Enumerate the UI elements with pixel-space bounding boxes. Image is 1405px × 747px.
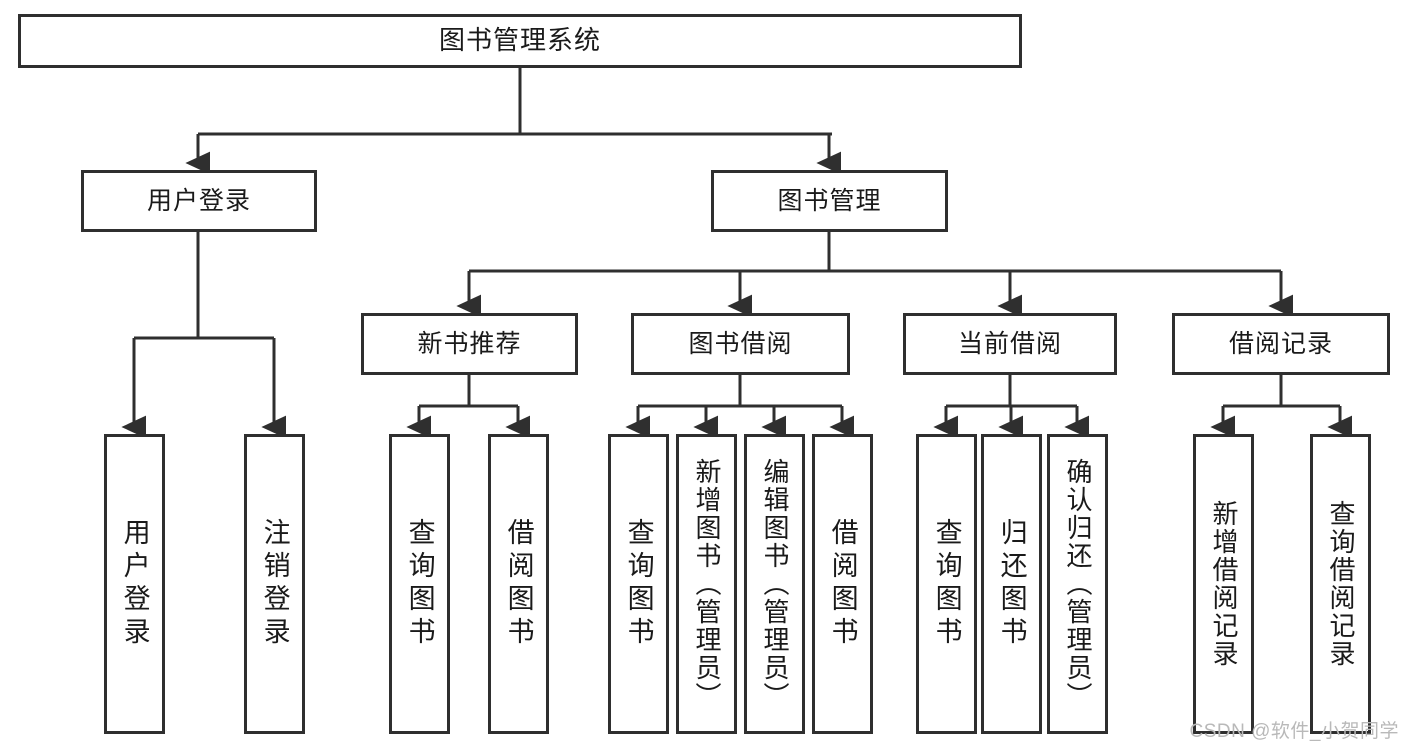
node-leaf-borrow-book-2-label: 借阅图书 [827,518,858,650]
node-leaf-user-login[interactable]: 用户登录 [104,434,165,734]
node-user-login-label: 用户登录 [146,186,251,215]
node-leaf-edit-book-label: 编辑图书（管理员） [760,458,791,710]
node-leaf-query-book-1[interactable]: 查询图书 [389,434,450,734]
node-book-manage-label: 图书管理 [777,186,882,215]
node-leaf-borrow-book-2[interactable]: 借阅图书 [812,434,873,734]
watermark-text: CSDN @软件_小贺同学 [1189,721,1399,742]
node-user-login[interactable]: 用户登录 [81,170,317,232]
node-leaf-query-book-1-label: 查询图书 [404,518,435,650]
node-book-manage[interactable]: 图书管理 [711,170,948,232]
node-leaf-confirm-return-label: 确认归还（管理员） [1063,458,1094,710]
node-leaf-query-book-2[interactable]: 查询图书 [608,434,669,734]
node-leaf-query-record-label: 查询借阅记录 [1326,500,1357,668]
node-leaf-query-book-3-label: 查询图书 [931,518,962,650]
node-new-book-recommend-label: 新书推荐 [417,329,522,358]
node-root-label: 图书管理系统 [438,25,601,56]
node-root[interactable]: 图书管理系统 [18,14,1022,68]
node-leaf-edit-book[interactable]: 编辑图书（管理员） [744,434,805,734]
node-leaf-borrow-book-1-label: 借阅图书 [503,518,534,650]
node-leaf-add-book-label: 新增图书（管理员） [692,458,723,710]
node-book-borrow[interactable]: 图书借阅 [631,313,850,375]
node-current-borrow-label: 当前借阅 [957,329,1062,358]
node-leaf-query-book-3[interactable]: 查询图书 [916,434,977,734]
node-leaf-borrow-book-1[interactable]: 借阅图书 [488,434,549,734]
node-leaf-query-record[interactable]: 查询借阅记录 [1310,434,1371,734]
node-leaf-return-book[interactable]: 归还图书 [981,434,1042,734]
node-leaf-user-logout-label: 注销登录 [259,518,290,650]
node-leaf-user-logout[interactable]: 注销登录 [244,434,305,734]
node-borrow-record[interactable]: 借阅记录 [1172,313,1390,375]
node-borrow-record-label: 借阅记录 [1228,329,1333,358]
node-leaf-add-record[interactable]: 新增借阅记录 [1193,434,1254,734]
node-book-borrow-label: 图书借阅 [688,329,793,358]
node-leaf-add-book[interactable]: 新增图书（管理员） [676,434,737,734]
node-new-book-recommend[interactable]: 新书推荐 [361,313,578,375]
node-current-borrow[interactable]: 当前借阅 [903,313,1117,375]
node-leaf-confirm-return[interactable]: 确认归还（管理员） [1047,434,1108,734]
node-leaf-query-book-2-label: 查询图书 [623,518,654,650]
node-leaf-add-record-label: 新增借阅记录 [1209,500,1240,668]
node-leaf-return-book-label: 归还图书 [996,518,1027,650]
node-leaf-user-login-label: 用户登录 [119,518,150,650]
